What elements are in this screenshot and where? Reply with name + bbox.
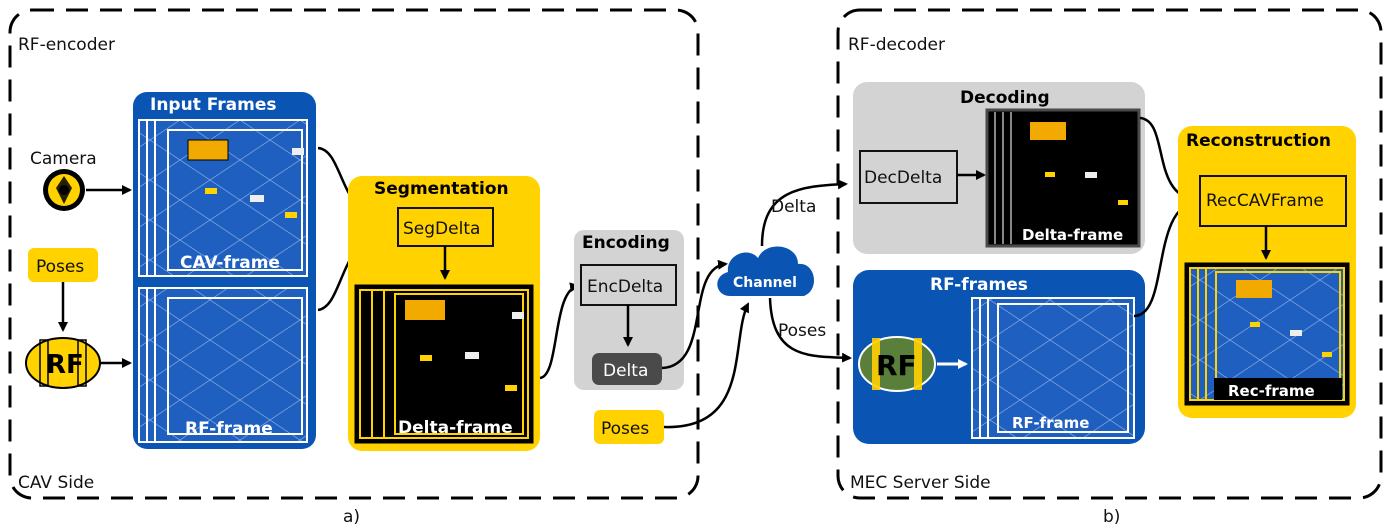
reccavframe-label: RecCAVFrame xyxy=(1206,191,1324,211)
camera-icon xyxy=(43,169,85,211)
poses-badge-bottom-text: Poses xyxy=(601,419,649,439)
delta-frame-right-label: Delta-frame xyxy=(1022,226,1123,244)
rf-encoder-title: RF-encoder xyxy=(18,35,115,55)
decoding-title: Decoding xyxy=(960,88,1050,108)
decdelta-label: DecDelta xyxy=(864,168,942,188)
delta-frame-left-label: Delta-frame xyxy=(398,418,513,438)
poses-badge-left-text: Poses xyxy=(36,257,84,277)
rf-frame-right xyxy=(971,297,1135,439)
poses-badge-left xyxy=(28,248,98,282)
encoding-title: Encoding xyxy=(582,233,670,253)
delta-frame-left xyxy=(354,284,534,444)
delta-output-label: Delta xyxy=(603,361,648,381)
channel-cloud-icon xyxy=(717,246,815,296)
camera-label: Camera xyxy=(30,149,97,169)
rf-icon-left: RF xyxy=(25,337,101,389)
segmentation-title: Segmentation xyxy=(374,179,509,199)
delta-output-badge xyxy=(592,353,662,385)
rec-frame-label-bg xyxy=(1214,378,1342,400)
input-frames-title: Input Frames xyxy=(150,95,277,115)
rf-icon-right: RF xyxy=(858,336,936,392)
decdelta-box xyxy=(859,150,958,204)
rf-frame-left xyxy=(138,287,308,443)
rf-encoder-panel xyxy=(8,8,700,500)
rec-frame-label: Rec-frame xyxy=(1228,382,1315,400)
segdelta-label: SegDelta xyxy=(403,219,480,239)
cav-side-label: CAV Side xyxy=(18,473,94,493)
rf-frame-right-label: RF-frame xyxy=(1012,414,1089,432)
svg-text:RF: RF xyxy=(876,349,917,382)
cav-frame-label: CAV-frame xyxy=(180,253,280,273)
channel-poses-label: Poses xyxy=(778,321,826,341)
caption-a: a) xyxy=(343,507,360,527)
rf-decoder-panel xyxy=(836,8,1383,500)
rf-frame-left-label: RF-frame xyxy=(185,419,273,439)
caption-b: b) xyxy=(1103,507,1120,527)
reccavframe-box xyxy=(1199,175,1347,227)
delta-frame-right xyxy=(985,108,1141,248)
channel-label: Channel xyxy=(733,275,797,291)
encdelta-label: EncDelta xyxy=(587,277,663,297)
svg-text:RF: RF xyxy=(46,350,84,380)
rf-frames-title: RF-frames xyxy=(930,275,1028,295)
mec-side-label: MEC Server Side xyxy=(850,473,991,493)
rf-decoder-title: RF-decoder xyxy=(848,35,945,55)
reconstruction-title: Reconstruction xyxy=(1186,131,1331,151)
poses-badge-bottom xyxy=(594,410,664,444)
cav-frame xyxy=(138,119,308,277)
channel-delta-label: Delta xyxy=(771,197,816,217)
